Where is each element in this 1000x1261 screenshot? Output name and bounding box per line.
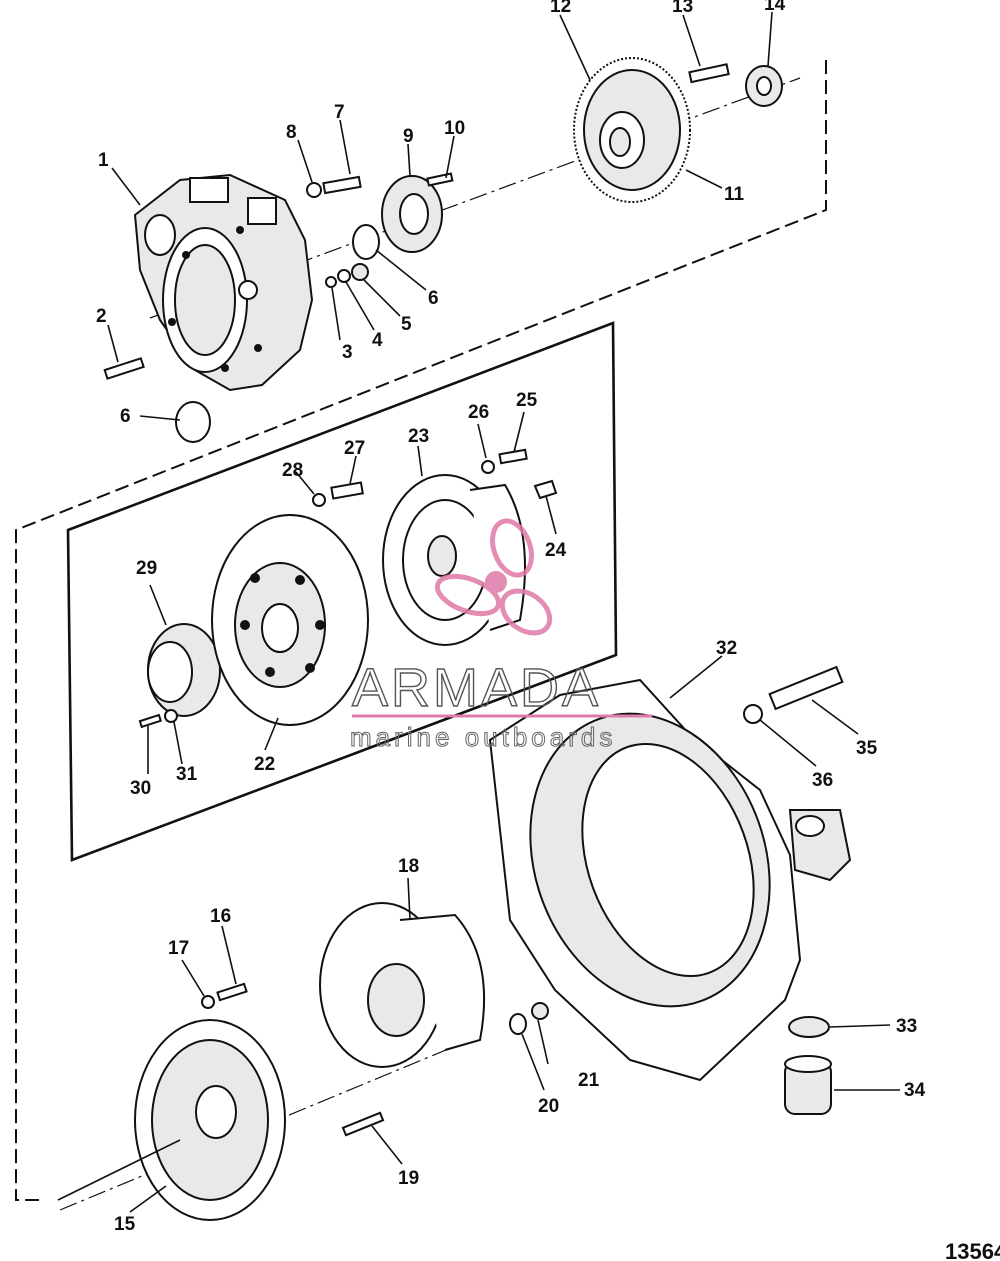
callout-34: 34 — [904, 1080, 926, 1101]
adapter-plate-part-9 — [381, 175, 443, 253]
screw-part-25 — [498, 448, 528, 465]
coupler-part-18 — [319, 902, 486, 1068]
callout-4: 4 — [372, 330, 383, 351]
flywheel-part-11 — [573, 57, 691, 203]
callout-32: 32 — [716, 638, 737, 659]
o-ring-part-6-lower — [175, 401, 211, 443]
callout-29: 29 — [136, 558, 157, 579]
fitting-part-24 — [533, 479, 558, 500]
screw-part-27 — [330, 481, 364, 500]
callout-23: 23 — [408, 426, 429, 447]
washer-part-33 — [788, 1016, 830, 1038]
washer-part-28 — [312, 493, 326, 507]
kit-box-frame — [66, 321, 618, 862]
flywheel-housing-part — [133, 173, 314, 392]
callout-18: 18 — [398, 856, 419, 877]
callout-15: 15 — [114, 1214, 136, 1235]
callout-11: 11 — [724, 184, 745, 205]
callout-16: 16 — [210, 906, 231, 927]
lockwasher-part-4 — [337, 269, 351, 283]
callout-17: 17 — [168, 938, 189, 959]
callout-27: 27 — [344, 438, 365, 459]
damper-plate-part-15 — [134, 1019, 286, 1221]
callout-10: 10 — [444, 118, 465, 139]
stud-part-19 — [341, 1111, 385, 1137]
callout-8: 8 — [286, 122, 297, 143]
leader-lines — [57, 11, 900, 1213]
o-ring-part-6-upper — [352, 224, 380, 260]
washer-part-20 — [509, 1013, 527, 1035]
bolt-part-35 — [768, 665, 844, 711]
callout-3: 3 — [342, 342, 353, 363]
callout-12: 12 — [550, 0, 571, 17]
callout-6b: 6 — [120, 406, 131, 427]
drive-plate-part-22 — [211, 514, 369, 726]
washer-part-36 — [743, 704, 763, 724]
washer-part-17 — [201, 995, 215, 1009]
callout-33: 33 — [896, 1016, 917, 1037]
callout-6a: 6 — [428, 288, 439, 309]
callout-7: 7 — [334, 102, 345, 123]
callout-22: 22 — [254, 754, 275, 775]
callout-13: 13 — [672, 0, 693, 17]
callout-35: 35 — [856, 738, 878, 759]
callout-9: 9 — [403, 126, 414, 147]
callout-1: 1 — [98, 150, 109, 171]
callout-25: 25 — [516, 390, 538, 411]
bearing-part-14 — [745, 65, 783, 107]
callout-26: 26 — [468, 402, 489, 423]
watermark-tagline: marine outboards — [350, 722, 616, 752]
hub-part-29 — [147, 623, 221, 717]
callout-2: 2 — [96, 306, 107, 327]
nut-part-5 — [351, 263, 369, 281]
assembly-outline-dashed — [15, 60, 827, 1201]
callout-28: 28 — [282, 460, 303, 481]
watermark: ARMADA marine outboards — [350, 518, 652, 753]
callout-30: 30 — [130, 778, 151, 799]
axis-line-upper — [149, 77, 801, 319]
callout-14: 14 — [764, 0, 786, 15]
figure-number: 13564 — [945, 1239, 1000, 1261]
nut-part-21 — [531, 1002, 549, 1020]
bolt-part-7 — [322, 175, 362, 195]
washer-part-3 — [325, 276, 337, 288]
callout-5: 5 — [401, 314, 412, 335]
stud-part-2 — [103, 357, 145, 380]
callout-21: 21 — [578, 1070, 600, 1091]
callout-24: 24 — [545, 540, 567, 561]
propeller-logo — [434, 518, 553, 636]
screw-part-10 — [426, 172, 454, 187]
callout-19: 19 — [398, 1168, 419, 1189]
callout-36: 36 — [812, 770, 833, 791]
callout-labels: 1 2 3 4 5 6 6 7 8 9 10 11 12 13 14 15 16… — [96, 0, 926, 1235]
washer-part-8 — [306, 182, 322, 198]
washer-part-26 — [481, 460, 495, 474]
watermark-brand: ARMADA — [352, 658, 601, 718]
bolt-part-13 — [688, 63, 730, 84]
callout-31: 31 — [176, 764, 198, 785]
washer-part-31 — [164, 709, 178, 723]
screw-part-30 — [138, 713, 163, 729]
callout-20: 20 — [538, 1096, 559, 1117]
bell-housing-part-32 — [488, 678, 852, 1082]
coupler-part-23 — [382, 474, 526, 646]
screw-part-16 — [216, 982, 248, 1002]
mount-part-34 — [784, 1055, 832, 1115]
